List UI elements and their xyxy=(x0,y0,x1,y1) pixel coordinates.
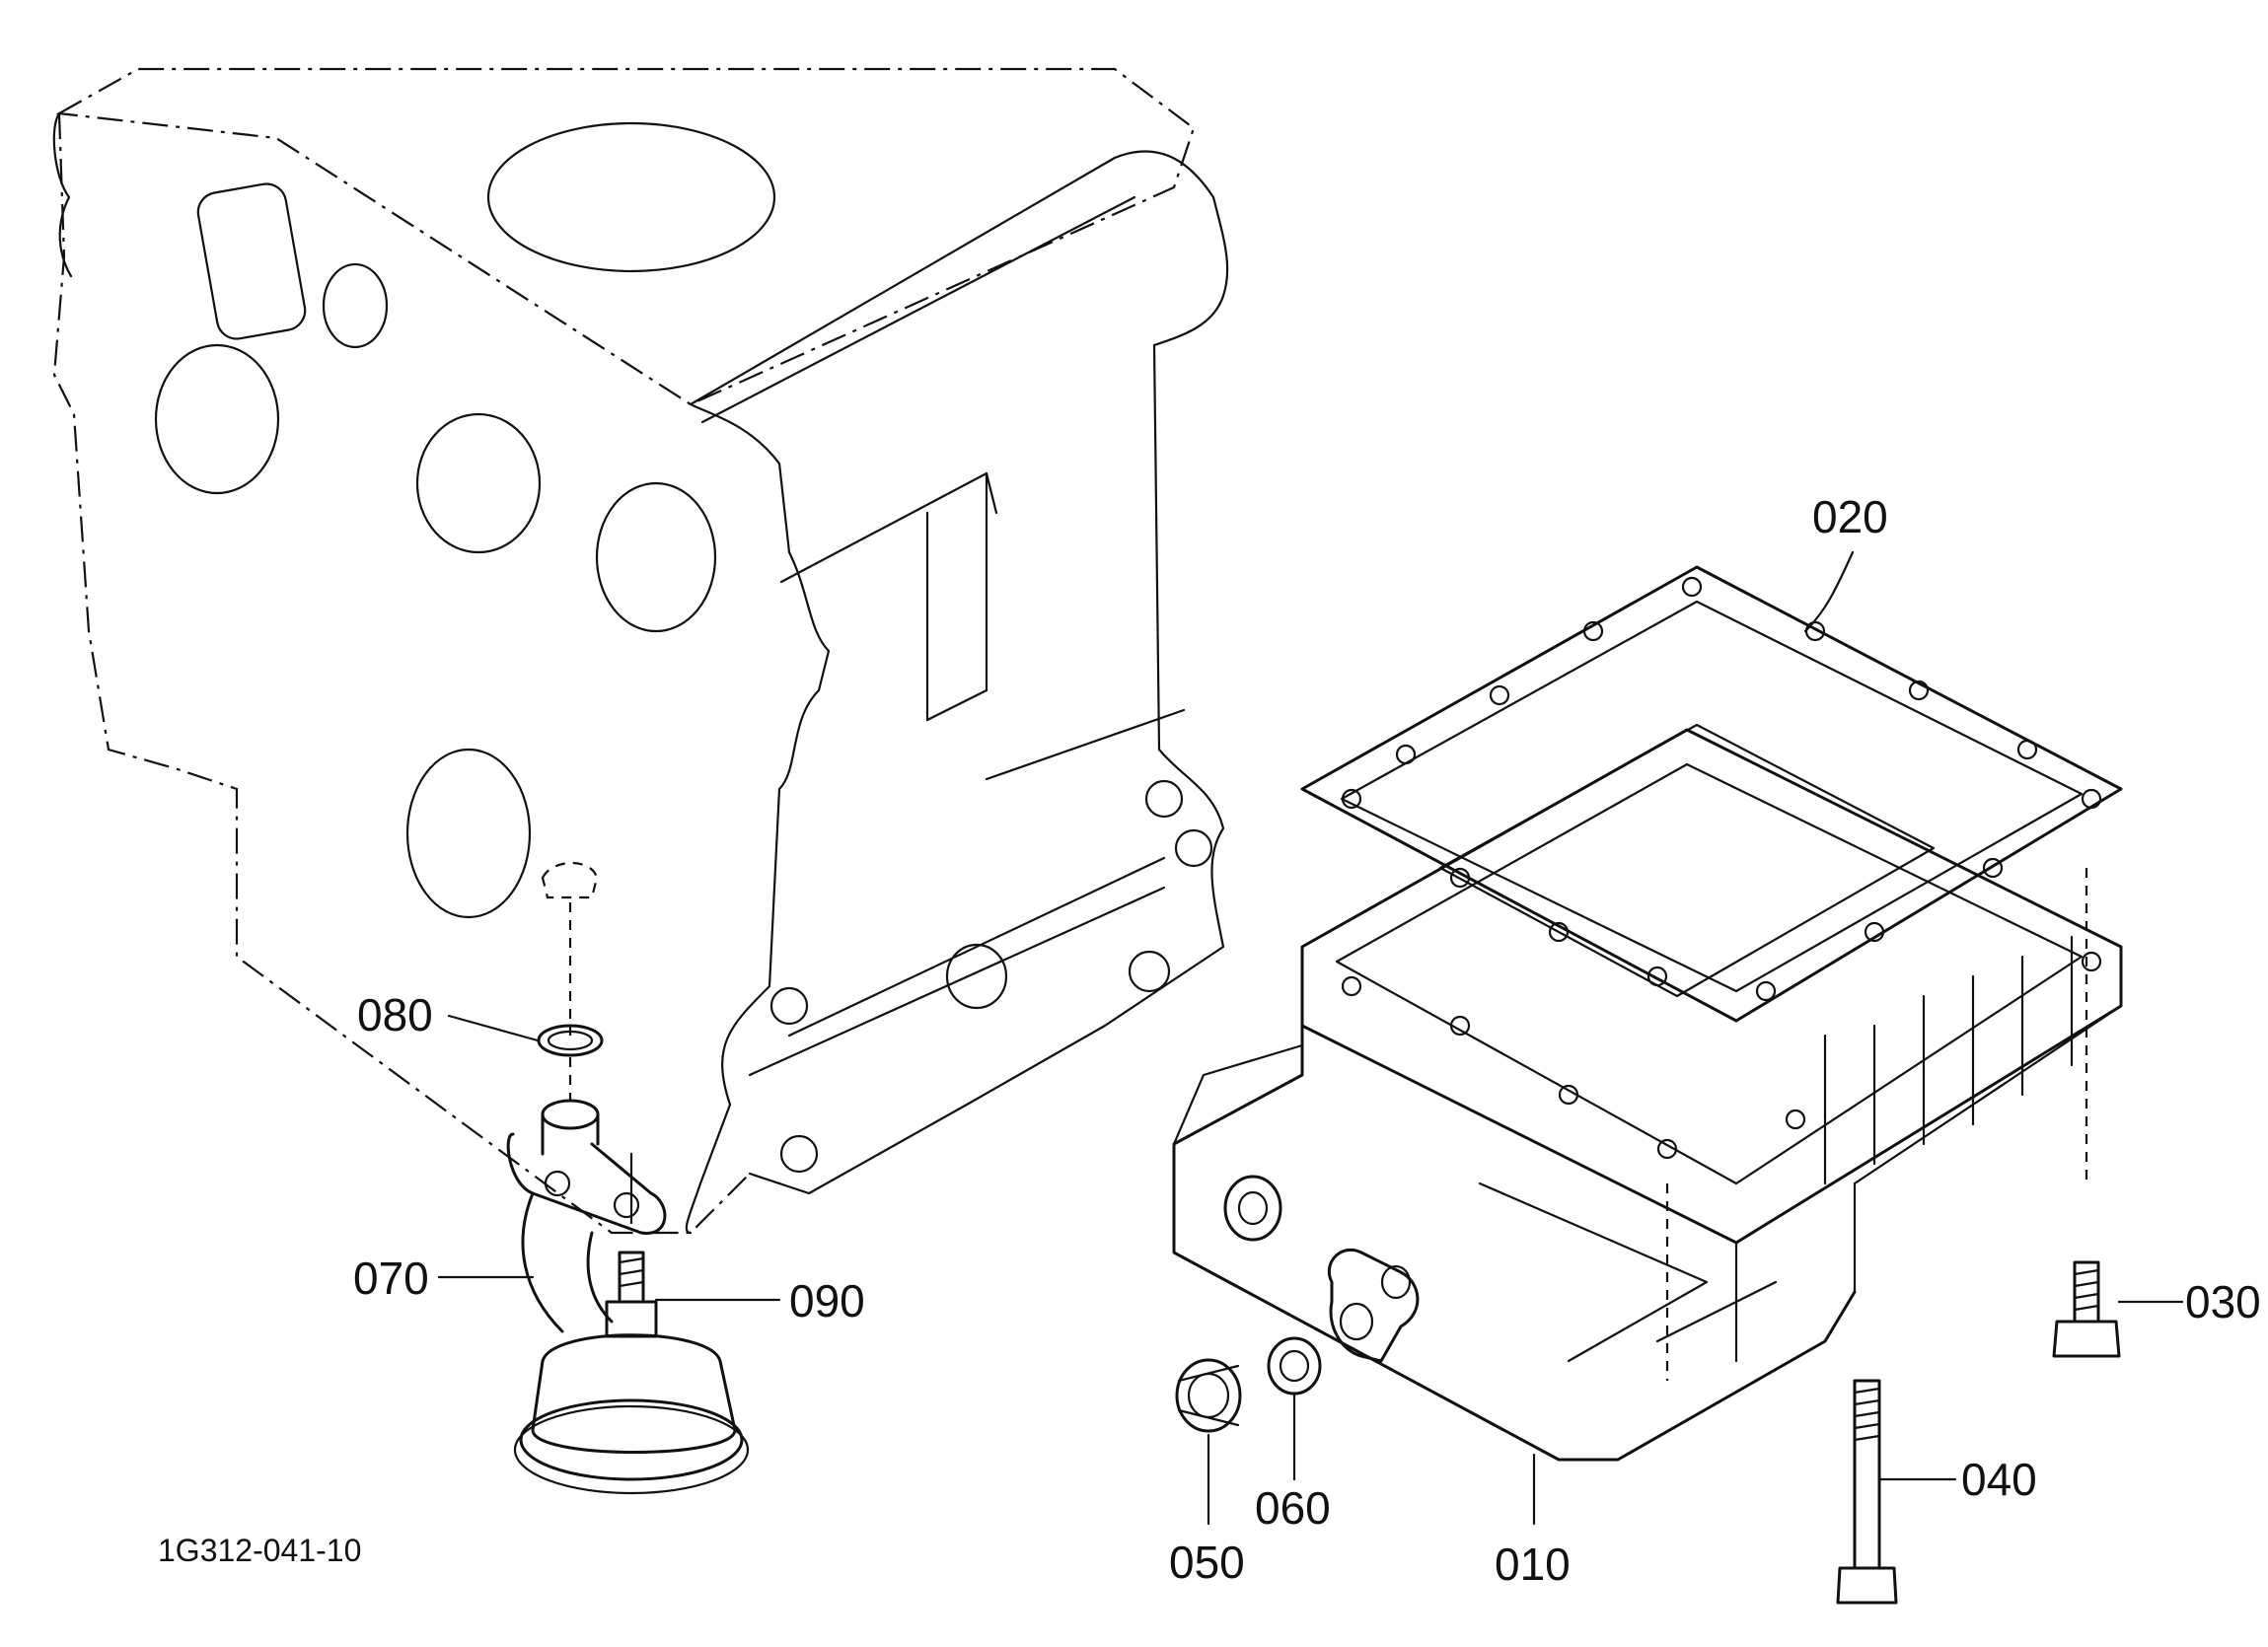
callout-060: 060 xyxy=(1255,1482,1331,1534)
oil-strainer-assembly xyxy=(506,1024,750,1495)
callout-080: 080 xyxy=(357,989,433,1040)
oil-pan-gasket xyxy=(1300,565,2123,1023)
callout-070: 070 xyxy=(353,1253,429,1304)
drawing-code: 1G312-041-10 xyxy=(158,1533,361,1568)
callout-leaders xyxy=(437,550,2184,1526)
callout-010: 010 xyxy=(1495,1539,1571,1590)
bolt-030 xyxy=(2052,1260,2121,1358)
callout-020: 020 xyxy=(1812,491,1888,542)
engine-block xyxy=(52,67,1229,1235)
drain-washer xyxy=(1267,1336,1322,1396)
callout-labels: 020 080 070 090 030 040 060 050 010 1G31… xyxy=(158,491,2261,1590)
callout-030: 030 xyxy=(2185,1276,2261,1327)
gasket-bolt-holes xyxy=(1341,576,2102,1002)
callout-050: 050 xyxy=(1169,1537,1245,1588)
callout-040: 040 xyxy=(1961,1454,2037,1505)
callout-090: 090 xyxy=(789,1275,865,1326)
drain-plug xyxy=(1175,1358,1242,1433)
bolt-040 xyxy=(1836,1379,1898,1605)
oil-pan xyxy=(1172,728,2123,1462)
